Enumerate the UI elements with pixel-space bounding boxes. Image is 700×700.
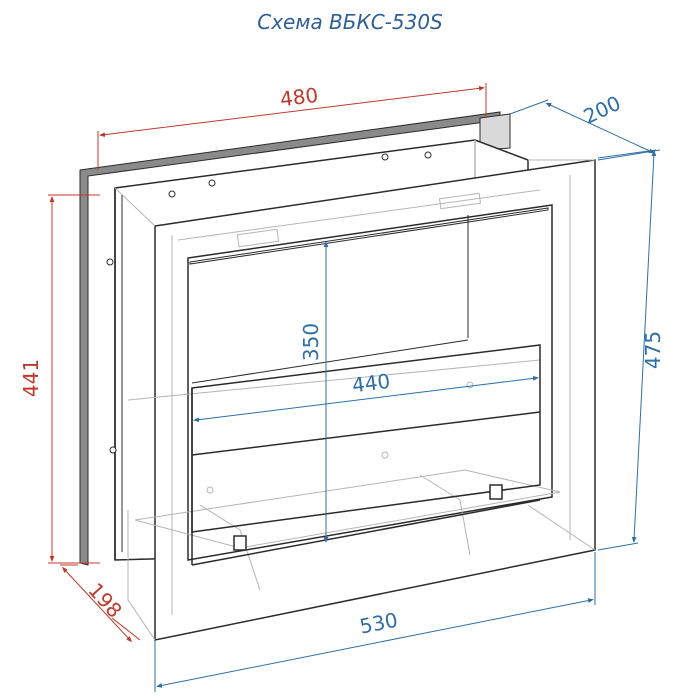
burner-glass-box [191, 215, 541, 566]
dimension-350-label: 350 [299, 323, 323, 361]
dimension-200-label: 200 [580, 91, 625, 129]
dimension-440-label: 440 [351, 369, 392, 397]
front-frame [154, 159, 596, 641]
dimension-475-label: 475 [641, 331, 665, 369]
dimension-441-label: 441 [19, 359, 43, 397]
dimension-530-label: 530 [358, 608, 400, 639]
dimension-475 [597, 149, 661, 551]
dimension-480-label: 480 [279, 83, 320, 111]
mounting-bolts [106, 151, 432, 454]
dimension-198 [60, 564, 141, 643]
dimension-198-label: 198 [84, 578, 127, 622]
dimension-530 [154, 552, 596, 692]
dimension-440 [193, 375, 539, 423]
dimension-441 [48, 194, 100, 564]
dimension-480 [97, 83, 487, 170]
diagram-title: Схема ВБКС-530S [257, 10, 443, 34]
